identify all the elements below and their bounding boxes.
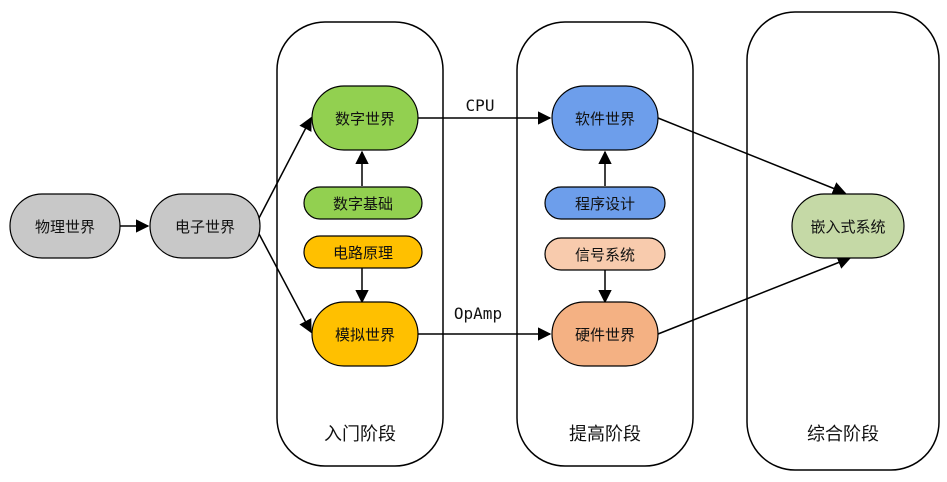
stage-advanced-label: 提高阶段 (569, 424, 641, 445)
node-signal-systems-label: 信号系统 (575, 246, 635, 264)
node-signal-systems: 信号系统 (544, 237, 666, 271)
edge-label-cpu: CPU (466, 96, 495, 115)
stage-intro-label: 入门阶段 (324, 424, 396, 445)
node-electronic-world: 电子世界 (149, 193, 261, 259)
node-digital-world-label: 数字世界 (335, 110, 395, 128)
node-electronic-world-label: 电子世界 (175, 218, 235, 236)
node-physical-world: 物理世界 (9, 193, 121, 259)
node-embedded-systems-label: 嵌入式系统 (810, 218, 885, 236)
node-analog-world: 模拟世界 (311, 301, 419, 367)
node-digital-world: 数字世界 (311, 85, 419, 151)
edge-electronic-to-analog (257, 231, 312, 334)
node-hardware-world: 硬件世界 (551, 301, 659, 367)
node-software-world-label: 软件世界 (575, 110, 635, 128)
edges (120, 111, 852, 341)
node-physical-world-label: 物理世界 (35, 218, 95, 236)
edge-software-to-embedded (657, 117, 847, 195)
node-digital-basics: 数字基础 (303, 186, 423, 220)
node-digital-basics-label: 数字基础 (333, 195, 393, 213)
node-program-design: 程序设计 (544, 186, 666, 220)
node-software-world: 软件世界 (551, 85, 659, 151)
node-circuit-principles-label: 电路原理 (333, 244, 393, 262)
edge-hardware-to-embedded (657, 256, 852, 335)
node-hardware-world-label: 硬件世界 (575, 326, 635, 344)
node-analog-world-label: 模拟世界 (335, 326, 395, 344)
edge-electronic-to-digital (257, 116, 312, 221)
node-embedded-systems: 嵌入式系统 (791, 193, 905, 259)
node-program-design-label: 程序设计 (575, 195, 635, 213)
stage-integrated-label: 综合阶段 (807, 424, 879, 445)
node-circuit-principles: 电路原理 (303, 235, 423, 269)
edge-label-opamp: OpAmp (454, 304, 502, 323)
